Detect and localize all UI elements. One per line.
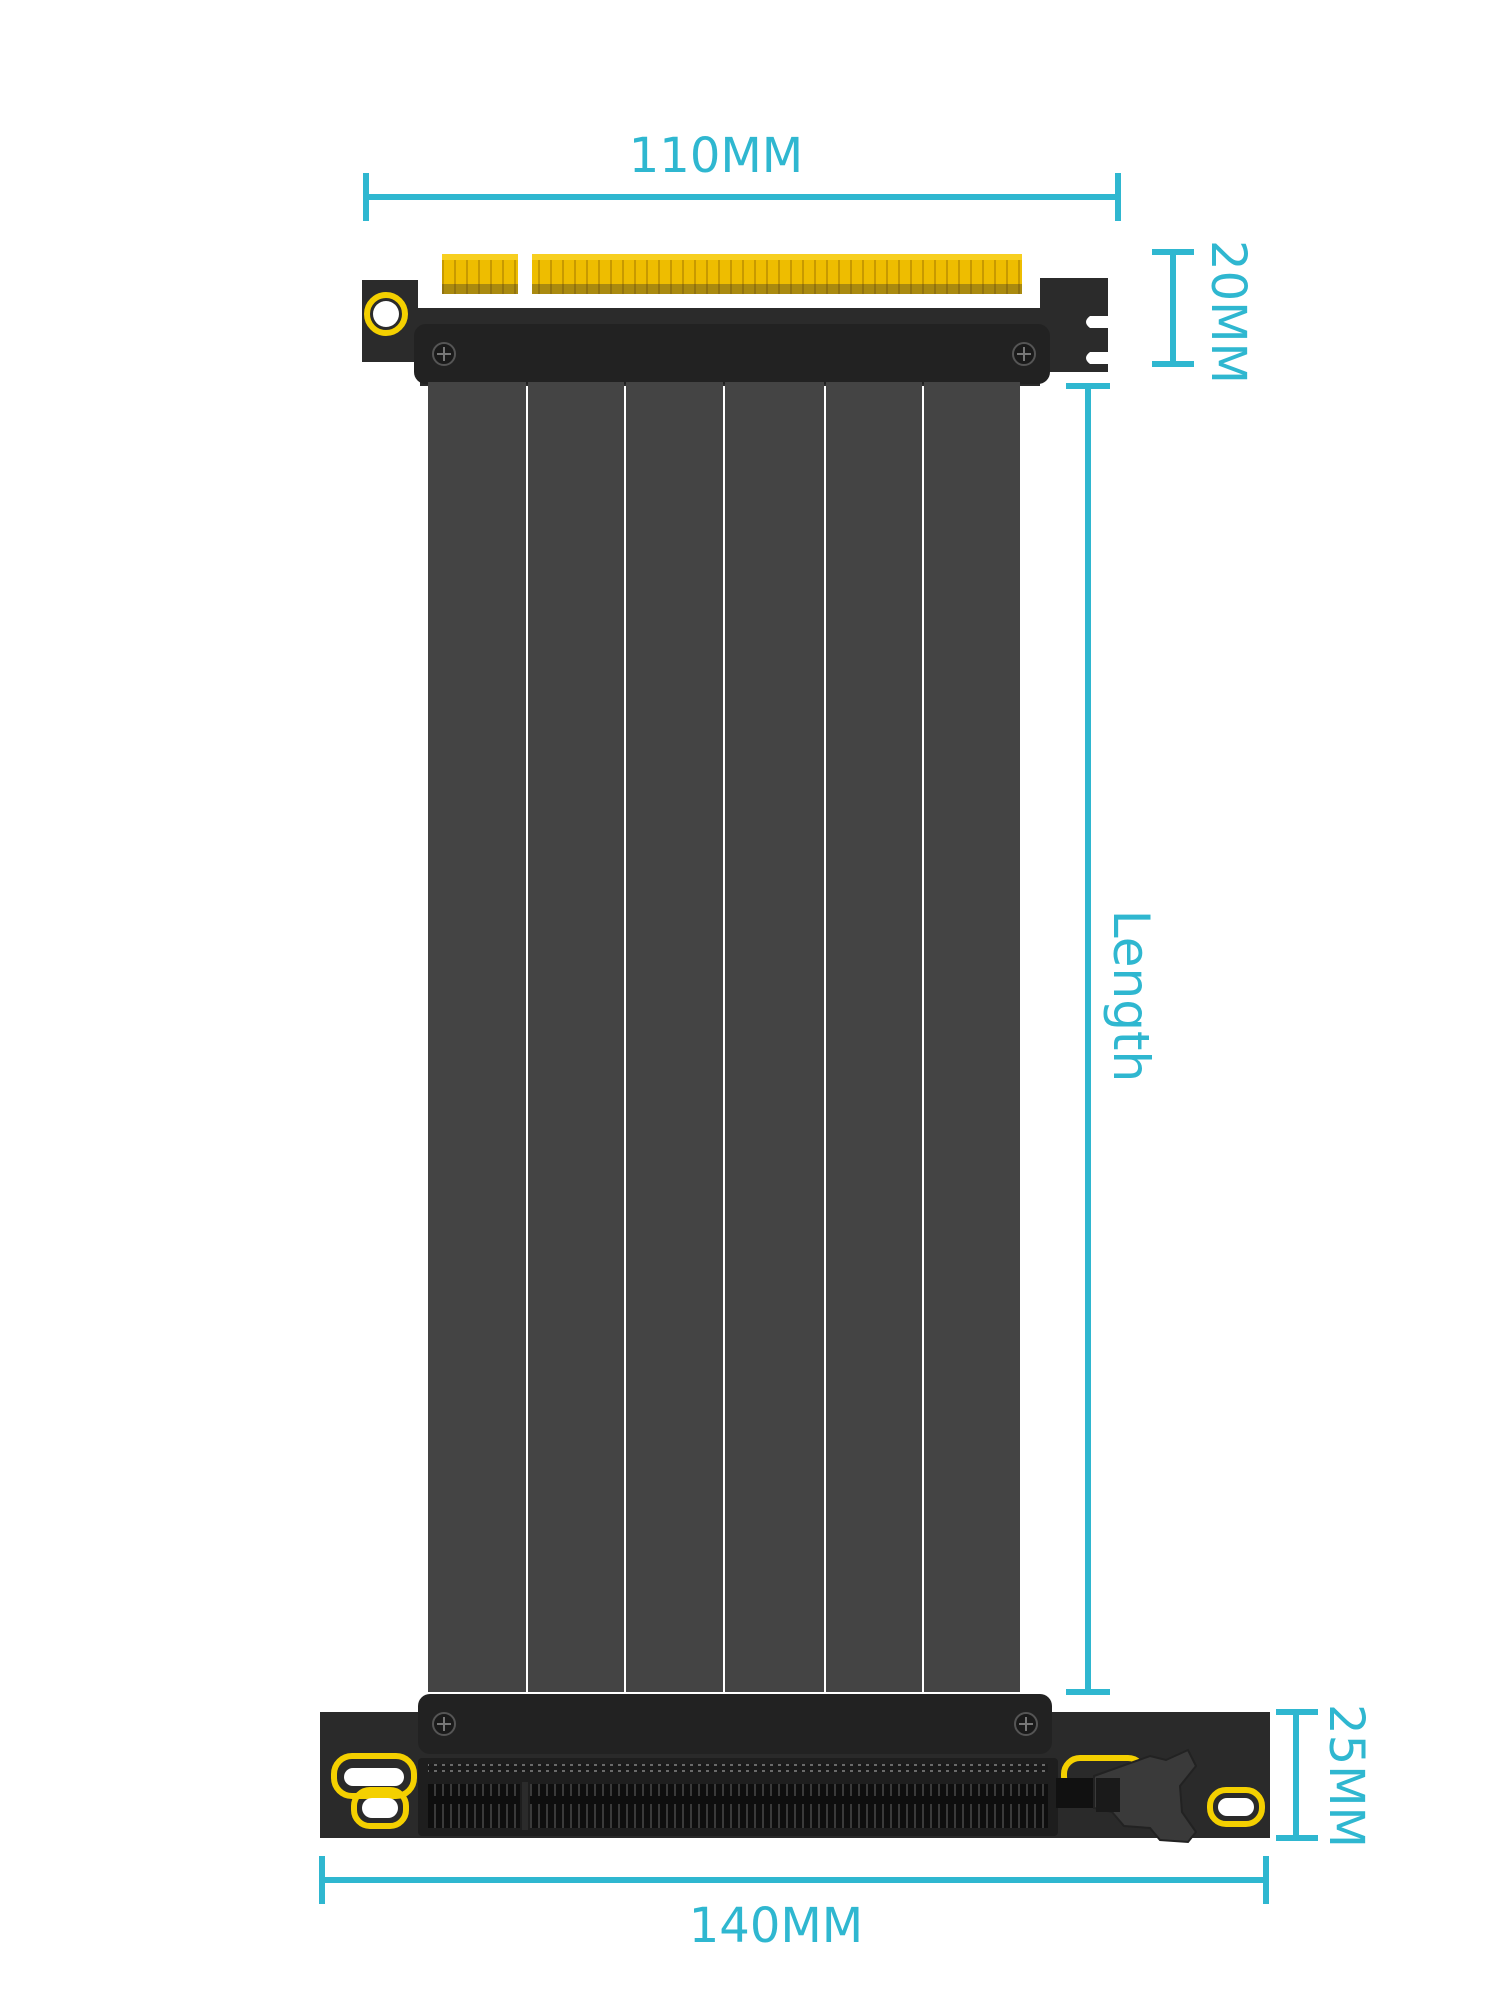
slot-long-section (530, 1784, 1048, 1828)
bottom-height-label: 25MM (1318, 1704, 1374, 1848)
length-label: Length (1102, 910, 1160, 1082)
ribbon-strip (528, 382, 624, 1692)
bottom-width-label: 140MM (689, 1898, 863, 1954)
gold-fingers-long (532, 254, 1022, 294)
ribbon-strip (924, 382, 1020, 1692)
top-width-label: 110MM (629, 128, 803, 184)
screw-icon (1014, 1712, 1038, 1736)
ribbon-cable (428, 382, 1020, 1692)
top-cover-plate (414, 324, 1050, 384)
slot-top-contacts (428, 1764, 1048, 1772)
ribbon-strip (626, 382, 723, 1692)
pcie-gold-fingers (442, 254, 1022, 294)
slot-latch (1056, 1748, 1198, 1844)
bottom-height-dimension: 25MM (1276, 1704, 1374, 1848)
top-cover (414, 324, 1050, 384)
left-slot-hole-lower (351, 1787, 409, 1829)
pcie-x16-slot (418, 1758, 1058, 1836)
latch-arm (1093, 1748, 1198, 1844)
bottom-width-dimension: 140MM (319, 1856, 1269, 1954)
bottom-cover (418, 1694, 1052, 1754)
gold-fingers-short (442, 254, 518, 294)
screw-icon (432, 1712, 456, 1736)
top-width-dimension: 110MM (363, 128, 1121, 221)
top-mounting-hole-center (373, 301, 399, 327)
top-mounting-hole (364, 292, 408, 336)
top-height-label: 20MM (1200, 240, 1256, 384)
screw-icon (432, 342, 456, 366)
right-slot-hole (1207, 1787, 1265, 1827)
ribbon-strip (428, 382, 526, 1692)
left-slot-hole (331, 1753, 417, 1799)
slot-short-section (428, 1784, 520, 1828)
bottom-cover-plate (418, 1694, 1052, 1754)
top-height-dimension: 20MM (1152, 240, 1256, 384)
screw-icon (1012, 342, 1036, 366)
ribbon-strip (725, 382, 824, 1692)
ribbon-strip (826, 382, 922, 1692)
length-dimension: Length (1066, 383, 1160, 1695)
